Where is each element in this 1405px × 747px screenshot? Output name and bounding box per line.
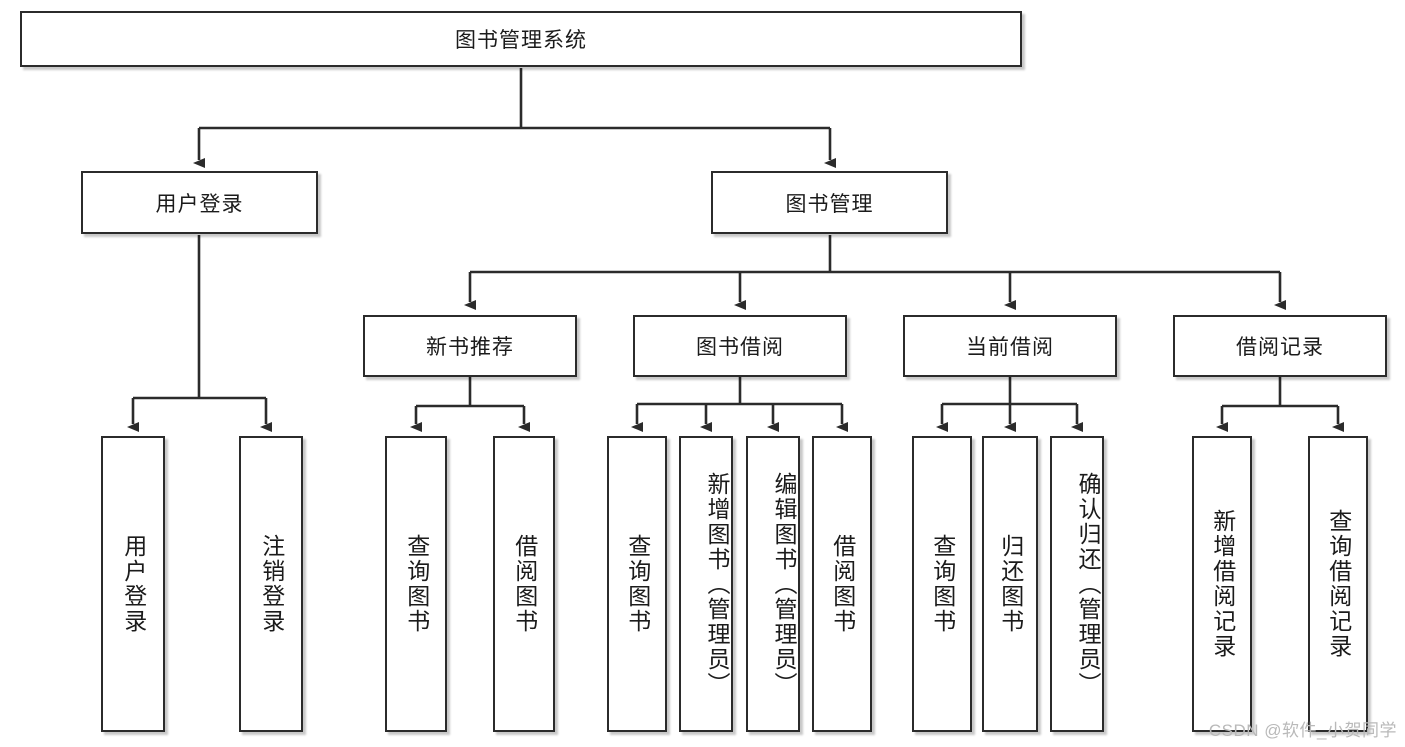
node-leaf-query-book-3-label: 查询图书 — [929, 534, 956, 634]
node-leaf-logout-label: 注销登录 — [258, 534, 285, 634]
node-leaf-query-book-1-label: 查询图书 — [403, 534, 430, 634]
node-borrow-record-label: 借阅记录 — [1236, 336, 1324, 359]
node-leaf-borrow-book-1-label: 借阅图书 — [511, 534, 538, 634]
node-leaf-add-book[interactable]: 新增图书（管理员） — [679, 436, 733, 732]
node-leaf-add-record[interactable]: 新增借阅记录 — [1192, 436, 1252, 732]
node-book-borrow[interactable]: 图书借阅 — [633, 315, 847, 377]
node-book-manage-label: 图书管理 — [785, 192, 874, 216]
node-leaf-borrow-book-2[interactable]: 借阅图书 — [812, 436, 872, 732]
node-leaf-borrow-book-1[interactable]: 借阅图书 — [493, 436, 555, 732]
node-leaf-query-record[interactable]: 查询借阅记录 — [1308, 436, 1368, 732]
node-leaf-query-book-2-label: 查询图书 — [624, 534, 651, 634]
node-leaf-edit-book[interactable]: 编辑图书（管理员） — [746, 436, 800, 732]
node-new-book-recommend-label: 新书推荐 — [426, 336, 514, 359]
node-leaf-add-book-label: 新增图书（管理员） — [704, 471, 730, 697]
node-user-login[interactable]: 用户登录 — [81, 171, 318, 234]
node-user-login-label: 用户登录 — [155, 192, 244, 216]
node-borrow-record[interactable]: 借阅记录 — [1173, 315, 1387, 377]
node-book-borrow-label: 图书借阅 — [696, 336, 784, 359]
node-new-book-recommend[interactable]: 新书推荐 — [363, 315, 577, 377]
node-leaf-query-book-3[interactable]: 查询图书 — [912, 436, 972, 732]
node-leaf-user-login-label: 用户登录 — [120, 534, 147, 634]
node-leaf-add-record-label: 新增借阅记录 — [1209, 509, 1236, 659]
node-leaf-return-book-label: 归还图书 — [997, 534, 1024, 634]
node-leaf-query-book-2[interactable]: 查询图书 — [607, 436, 667, 732]
node-leaf-confirm-return[interactable]: 确认归还（管理员） — [1050, 436, 1104, 732]
node-leaf-return-book[interactable]: 归还图书 — [982, 436, 1038, 732]
node-leaf-query-book-1[interactable]: 查询图书 — [385, 436, 447, 732]
node-leaf-query-record-label: 查询借阅记录 — [1325, 509, 1352, 659]
node-leaf-edit-book-label: 编辑图书（管理员） — [771, 471, 797, 697]
node-leaf-user-login[interactable]: 用户登录 — [101, 436, 165, 732]
node-root[interactable]: 图书管理系统 — [20, 11, 1022, 67]
node-leaf-logout[interactable]: 注销登录 — [239, 436, 303, 732]
watermark: CSDN @软件_小贺同学 — [1208, 721, 1397, 740]
node-current-borrow-label: 当前借阅 — [966, 336, 1054, 359]
node-leaf-borrow-book-2-label: 借阅图书 — [829, 534, 856, 634]
node-leaf-confirm-return-label: 确认归还（管理员） — [1075, 471, 1101, 697]
node-book-manage[interactable]: 图书管理 — [711, 171, 948, 234]
node-current-borrow[interactable]: 当前借阅 — [903, 315, 1117, 377]
node-root-label: 图书管理系统 — [455, 29, 587, 52]
